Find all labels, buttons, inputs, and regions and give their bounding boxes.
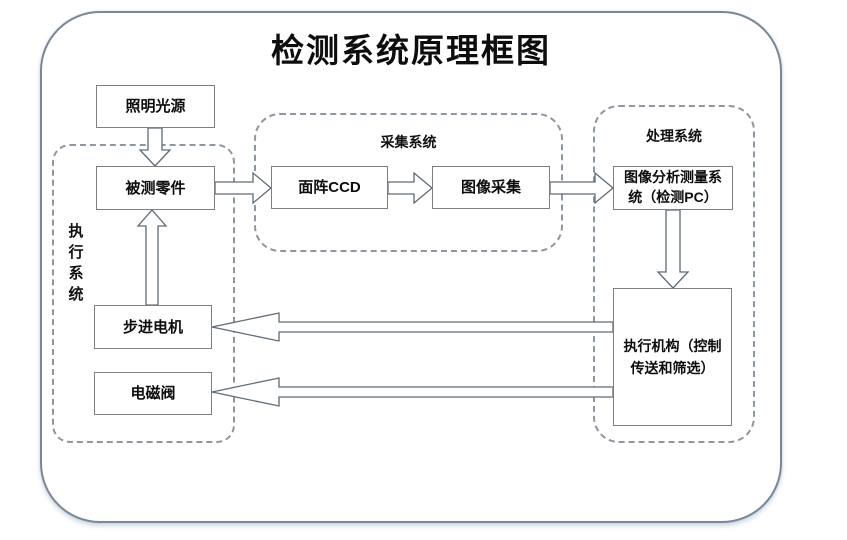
node-area-ccd: 面阵CCD bbox=[271, 166, 388, 209]
group-label-acquisition: 采集系统 bbox=[380, 134, 437, 150]
node-light-source: 照明光源 bbox=[96, 85, 215, 128]
diagram-title: 检测系统原理框图 bbox=[271, 32, 551, 69]
group-label-execution: 执行系统 bbox=[68, 223, 84, 303]
group-processing-system bbox=[593, 105, 755, 443]
node-analysis-system: 图像分析测量系统（检测PC） bbox=[613, 166, 733, 210]
node-actuator: 执行机构（控制传送和筛选） bbox=[613, 288, 732, 426]
node-test-part: 被测零件 bbox=[96, 166, 215, 210]
node-stepper-motor: 步进电机 bbox=[94, 305, 212, 349]
node-solenoid-valve: 电磁阀 bbox=[94, 372, 212, 415]
group-label-processing: 处理系统 bbox=[646, 128, 702, 144]
node-image-capture: 图像采集 bbox=[432, 166, 550, 209]
